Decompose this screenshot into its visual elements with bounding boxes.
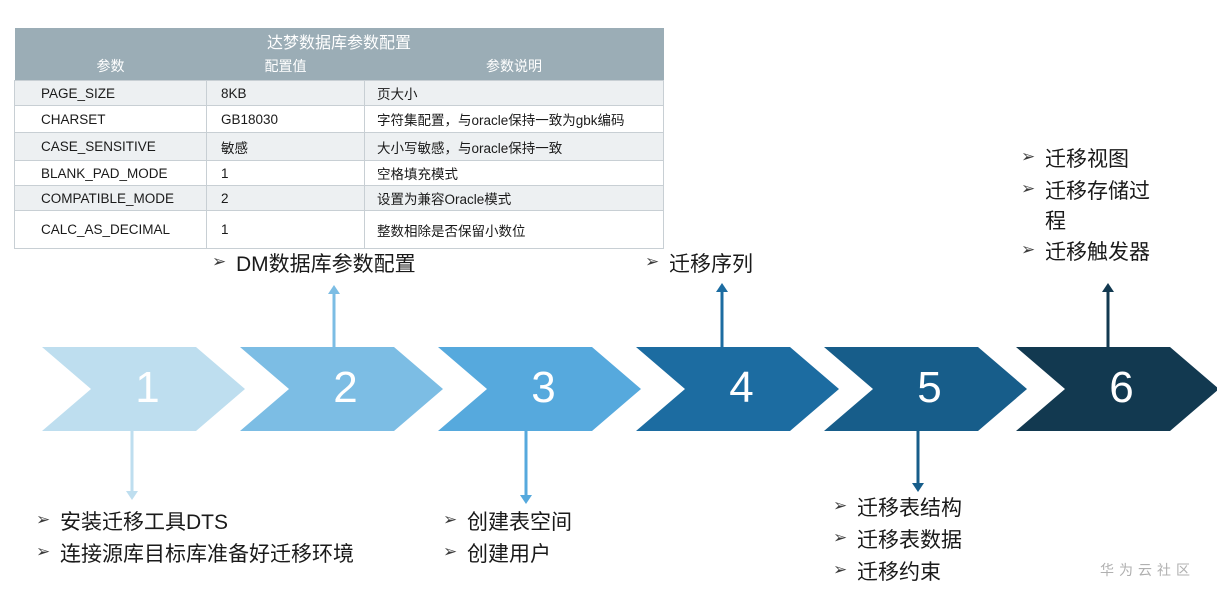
chevron-right-icon: ➢: [1021, 147, 1036, 166]
connector-step-3: [518, 430, 534, 504]
table-title-row: 达梦数据库参数配置: [14, 28, 664, 56]
table-row: COMPATIBLE_MODE 2 设置为兼容Oracle模式: [14, 185, 664, 211]
cell-value: 1: [206, 210, 365, 249]
chevron-right-icon: ➢: [212, 252, 227, 271]
process-step-3[interactable]: 3: [438, 347, 641, 431]
list-item: ➢ 迁移约束: [833, 558, 1053, 588]
column-header-value: 配置值: [206, 56, 365, 81]
annotation-list-step-5: ➢ 迁移表结构 ➢ 迁移表数据 ➢ 迁移约束: [833, 494, 1053, 589]
chevron-right-icon: ➢: [833, 527, 848, 547]
step-number: 4: [729, 363, 754, 412]
cell-desc: 空格填充模式: [364, 160, 664, 186]
list-item: ➢ 迁移存储过 程: [1021, 177, 1201, 237]
table-header-row: 参数 配置值 参数说明: [14, 56, 664, 81]
list-item-label: 连接源库目标库准备好迁移环境: [60, 542, 354, 566]
list-item: ➢ 连接源库目标库准备好迁移环境: [36, 540, 436, 570]
connector-step-2: [326, 285, 342, 349]
list-item-label: 迁移触发器: [1045, 241, 1150, 265]
list-item-label: 创建用户: [467, 542, 551, 566]
column-header-param: 参数: [14, 56, 207, 81]
step-number: 6: [1109, 363, 1134, 412]
table-title: 达梦数据库参数配置: [14, 28, 664, 56]
cell-desc: 大小写敏感，与oracle保持一致: [364, 132, 664, 161]
list-item: ➢ 迁移视图: [1021, 145, 1201, 175]
step-number: 3: [531, 363, 556, 412]
process-step-5[interactable]: 5: [824, 347, 1027, 431]
chevron-right-icon: ➢: [36, 510, 51, 529]
list-item-label: 迁移表结构: [857, 497, 962, 520]
step-number: 2: [333, 363, 358, 412]
list-item-label: 创建表空间: [467, 511, 572, 534]
connector-step-5: [910, 430, 926, 492]
annotation-list-step-6: ➢ 迁移视图 ➢ 迁移存储过 程 ➢ 迁移触发器: [1021, 145, 1201, 270]
list-item: ➢ 迁移表数据: [833, 526, 1053, 556]
cell-value: 敏感: [206, 132, 365, 161]
watermark: 华为云社区: [1100, 562, 1195, 578]
list-item-label: 迁移视图: [1045, 148, 1129, 171]
list-item: ➢ 创建用户: [443, 540, 673, 570]
chevron-right-icon: ➢: [1021, 178, 1036, 198]
cell-desc: 字符集配置，与oracle保持一致为gbk编码: [364, 105, 664, 133]
list-item-label: 迁移约束: [857, 560, 941, 584]
list-item-label: 迁移序列: [669, 253, 753, 276]
list-item: ➢ 迁移表结构: [833, 494, 1053, 524]
cell-param: CASE_SENSITIVE: [14, 132, 207, 161]
cell-param: CALC_AS_DECIMAL: [14, 210, 207, 249]
list-item-label: DM数据库参数配置: [236, 253, 416, 276]
list-item: ➢ 迁移触发器: [1021, 238, 1201, 268]
cell-value: 1: [206, 160, 365, 186]
cell-param: BLANK_PAD_MODE: [14, 160, 207, 186]
process-step-1[interactable]: 1: [42, 347, 245, 431]
list-item: ➢ DM数据库参数配置: [212, 250, 482, 280]
connector-step-4: [714, 283, 730, 349]
process-step-6[interactable]: 6: [1016, 347, 1217, 431]
cell-value: 8KB: [206, 80, 365, 106]
table-row: PAGE_SIZE 8KB 页大小: [14, 80, 664, 106]
cell-value: GB18030: [206, 105, 365, 133]
chevron-right-icon: ➢: [833, 559, 848, 579]
table-row: CALC_AS_DECIMAL 1 整数相除是否保留小数位: [14, 210, 664, 249]
column-header-desc: 参数说明: [364, 56, 664, 81]
annotation-list-step-4: ➢ 迁移序列: [645, 250, 845, 282]
list-item: ➢ 创建表空间: [443, 508, 673, 538]
chevron-right-icon: ➢: [443, 510, 458, 529]
annotation-list-step-2: ➢ DM数据库参数配置: [212, 250, 482, 282]
cell-param: COMPATIBLE_MODE: [14, 185, 207, 211]
table-row: BLANK_PAD_MODE 1 空格填充模式: [14, 160, 664, 186]
cell-value: 2: [206, 185, 365, 211]
chevron-right-icon: ➢: [1021, 240, 1036, 260]
step-number: 5: [917, 363, 942, 412]
connector-step-6: [1100, 283, 1116, 349]
cell-desc: 整数相除是否保留小数位: [364, 210, 664, 249]
list-item-label: 安装迁移工具DTS: [60, 511, 228, 534]
process-step-4[interactable]: 4: [636, 347, 839, 431]
annotation-list-step-3: ➢ 创建表空间 ➢ 创建用户: [443, 508, 673, 572]
process-step-2[interactable]: 2: [240, 347, 443, 431]
annotation-list-step-1: ➢ 安装迁移工具DTS ➢ 连接源库目标库准备好迁移环境: [36, 508, 436, 572]
list-item: ➢ 安装迁移工具DTS: [36, 508, 436, 538]
chevron-right-icon: ➢: [36, 541, 51, 561]
step-number: 1: [135, 363, 160, 412]
table-row: CASE_SENSITIVE 敏感 大小写敏感，与oracle保持一致: [14, 132, 664, 161]
table-row: CHARSET GB18030 字符集配置，与oracle保持一致为gbk编码: [14, 105, 664, 133]
list-item: ➢ 迁移序列: [645, 250, 845, 280]
cell-param: PAGE_SIZE: [14, 80, 207, 106]
list-item-label: 迁移存储过 程: [1045, 179, 1150, 233]
cell-param: CHARSET: [14, 105, 207, 133]
cell-desc: 页大小: [364, 80, 664, 106]
chevron-right-icon: ➢: [645, 252, 660, 271]
parameter-config-table: 达梦数据库参数配置 参数 配置值 参数说明 PAGE_SIZE 8KB 页大小 …: [14, 28, 664, 249]
connector-step-1: [124, 430, 140, 500]
chevron-right-icon: ➢: [443, 541, 458, 561]
cell-desc: 设置为兼容Oracle模式: [364, 185, 664, 211]
chevron-right-icon: ➢: [833, 496, 848, 515]
list-item-label: 迁移表数据: [857, 528, 962, 552]
